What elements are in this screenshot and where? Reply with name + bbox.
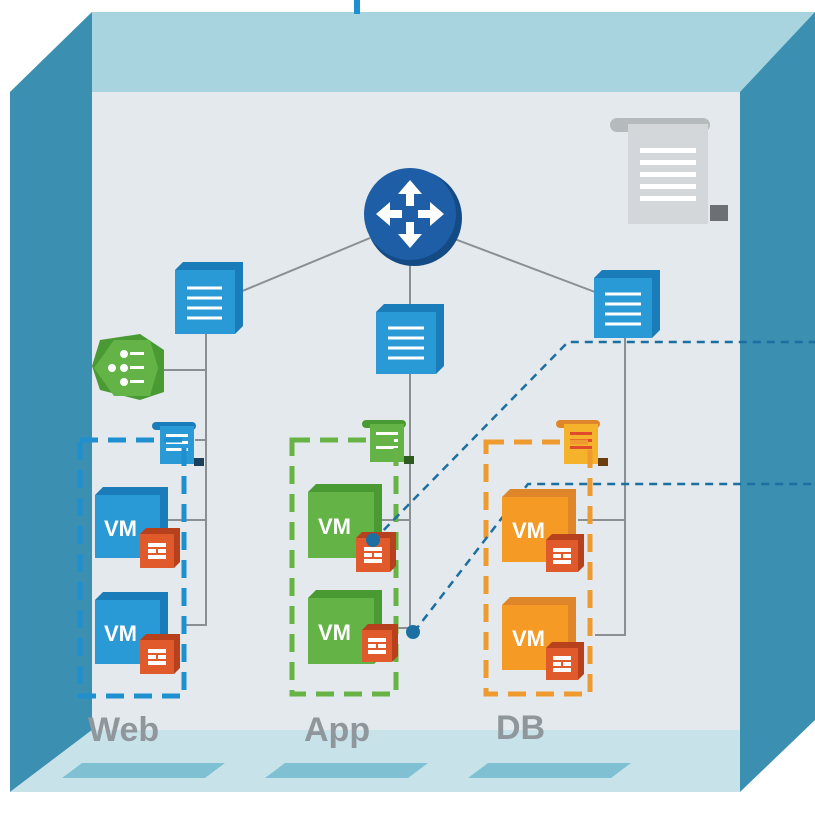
vm-label: VM bbox=[512, 626, 545, 651]
floor-panel-3 bbox=[468, 763, 631, 778]
firewall-icon bbox=[546, 534, 584, 572]
link-router-web-switch bbox=[239, 237, 371, 293]
db-tier-group bbox=[483, 439, 593, 697]
flow-endpoint-dot bbox=[406, 625, 420, 639]
web-bus bbox=[183, 334, 207, 626]
vm-label: VM bbox=[104, 621, 137, 646]
firewall-icon bbox=[356, 532, 396, 572]
vm-app-2: VM bbox=[308, 590, 398, 664]
vm-app-1: VM bbox=[308, 484, 396, 572]
box-right-wall bbox=[740, 12, 815, 792]
box-left-wall bbox=[10, 12, 92, 792]
vm-label: VM bbox=[318, 514, 351, 539]
vm-label: VM bbox=[318, 620, 351, 645]
db-bus bbox=[595, 336, 626, 636]
vm-label: VM bbox=[512, 518, 545, 543]
floor-panel-1 bbox=[62, 763, 225, 778]
vm-db-2: VM bbox=[502, 597, 584, 680]
firewall-icon bbox=[546, 642, 584, 680]
firewall-icon bbox=[362, 624, 398, 662]
vm-label: VM bbox=[104, 516, 137, 541]
tier-label-app: App bbox=[304, 711, 370, 749]
firewall-icon bbox=[140, 634, 180, 674]
tier-label-db: DB bbox=[496, 709, 545, 747]
tier-label-web: Web bbox=[88, 711, 159, 749]
switch-icon bbox=[175, 262, 243, 334]
firewall-icon bbox=[140, 528, 180, 568]
flow-endpoint-dot bbox=[366, 533, 380, 547]
uplink-line bbox=[354, 0, 360, 14]
vm-web-1: VM bbox=[95, 487, 180, 568]
web-tier-group bbox=[77, 437, 187, 699]
router-icon bbox=[364, 168, 462, 266]
flow-app-vm2 bbox=[413, 482, 815, 633]
flow-app-vm1 bbox=[373, 340, 815, 541]
vm-web-2: VM bbox=[95, 592, 180, 674]
load-balancer-icon bbox=[92, 334, 164, 400]
link-router-db-switch bbox=[451, 237, 596, 293]
vm-db-1: VM bbox=[502, 489, 584, 572]
security-policy-icon bbox=[152, 422, 204, 466]
app-tier-group bbox=[289, 437, 399, 697]
switch-icon bbox=[594, 270, 660, 338]
switch-icon bbox=[376, 304, 444, 374]
floor-panel-2 bbox=[265, 763, 428, 778]
policy-document-icon bbox=[610, 118, 728, 224]
flow-lines bbox=[373, 340, 815, 633]
